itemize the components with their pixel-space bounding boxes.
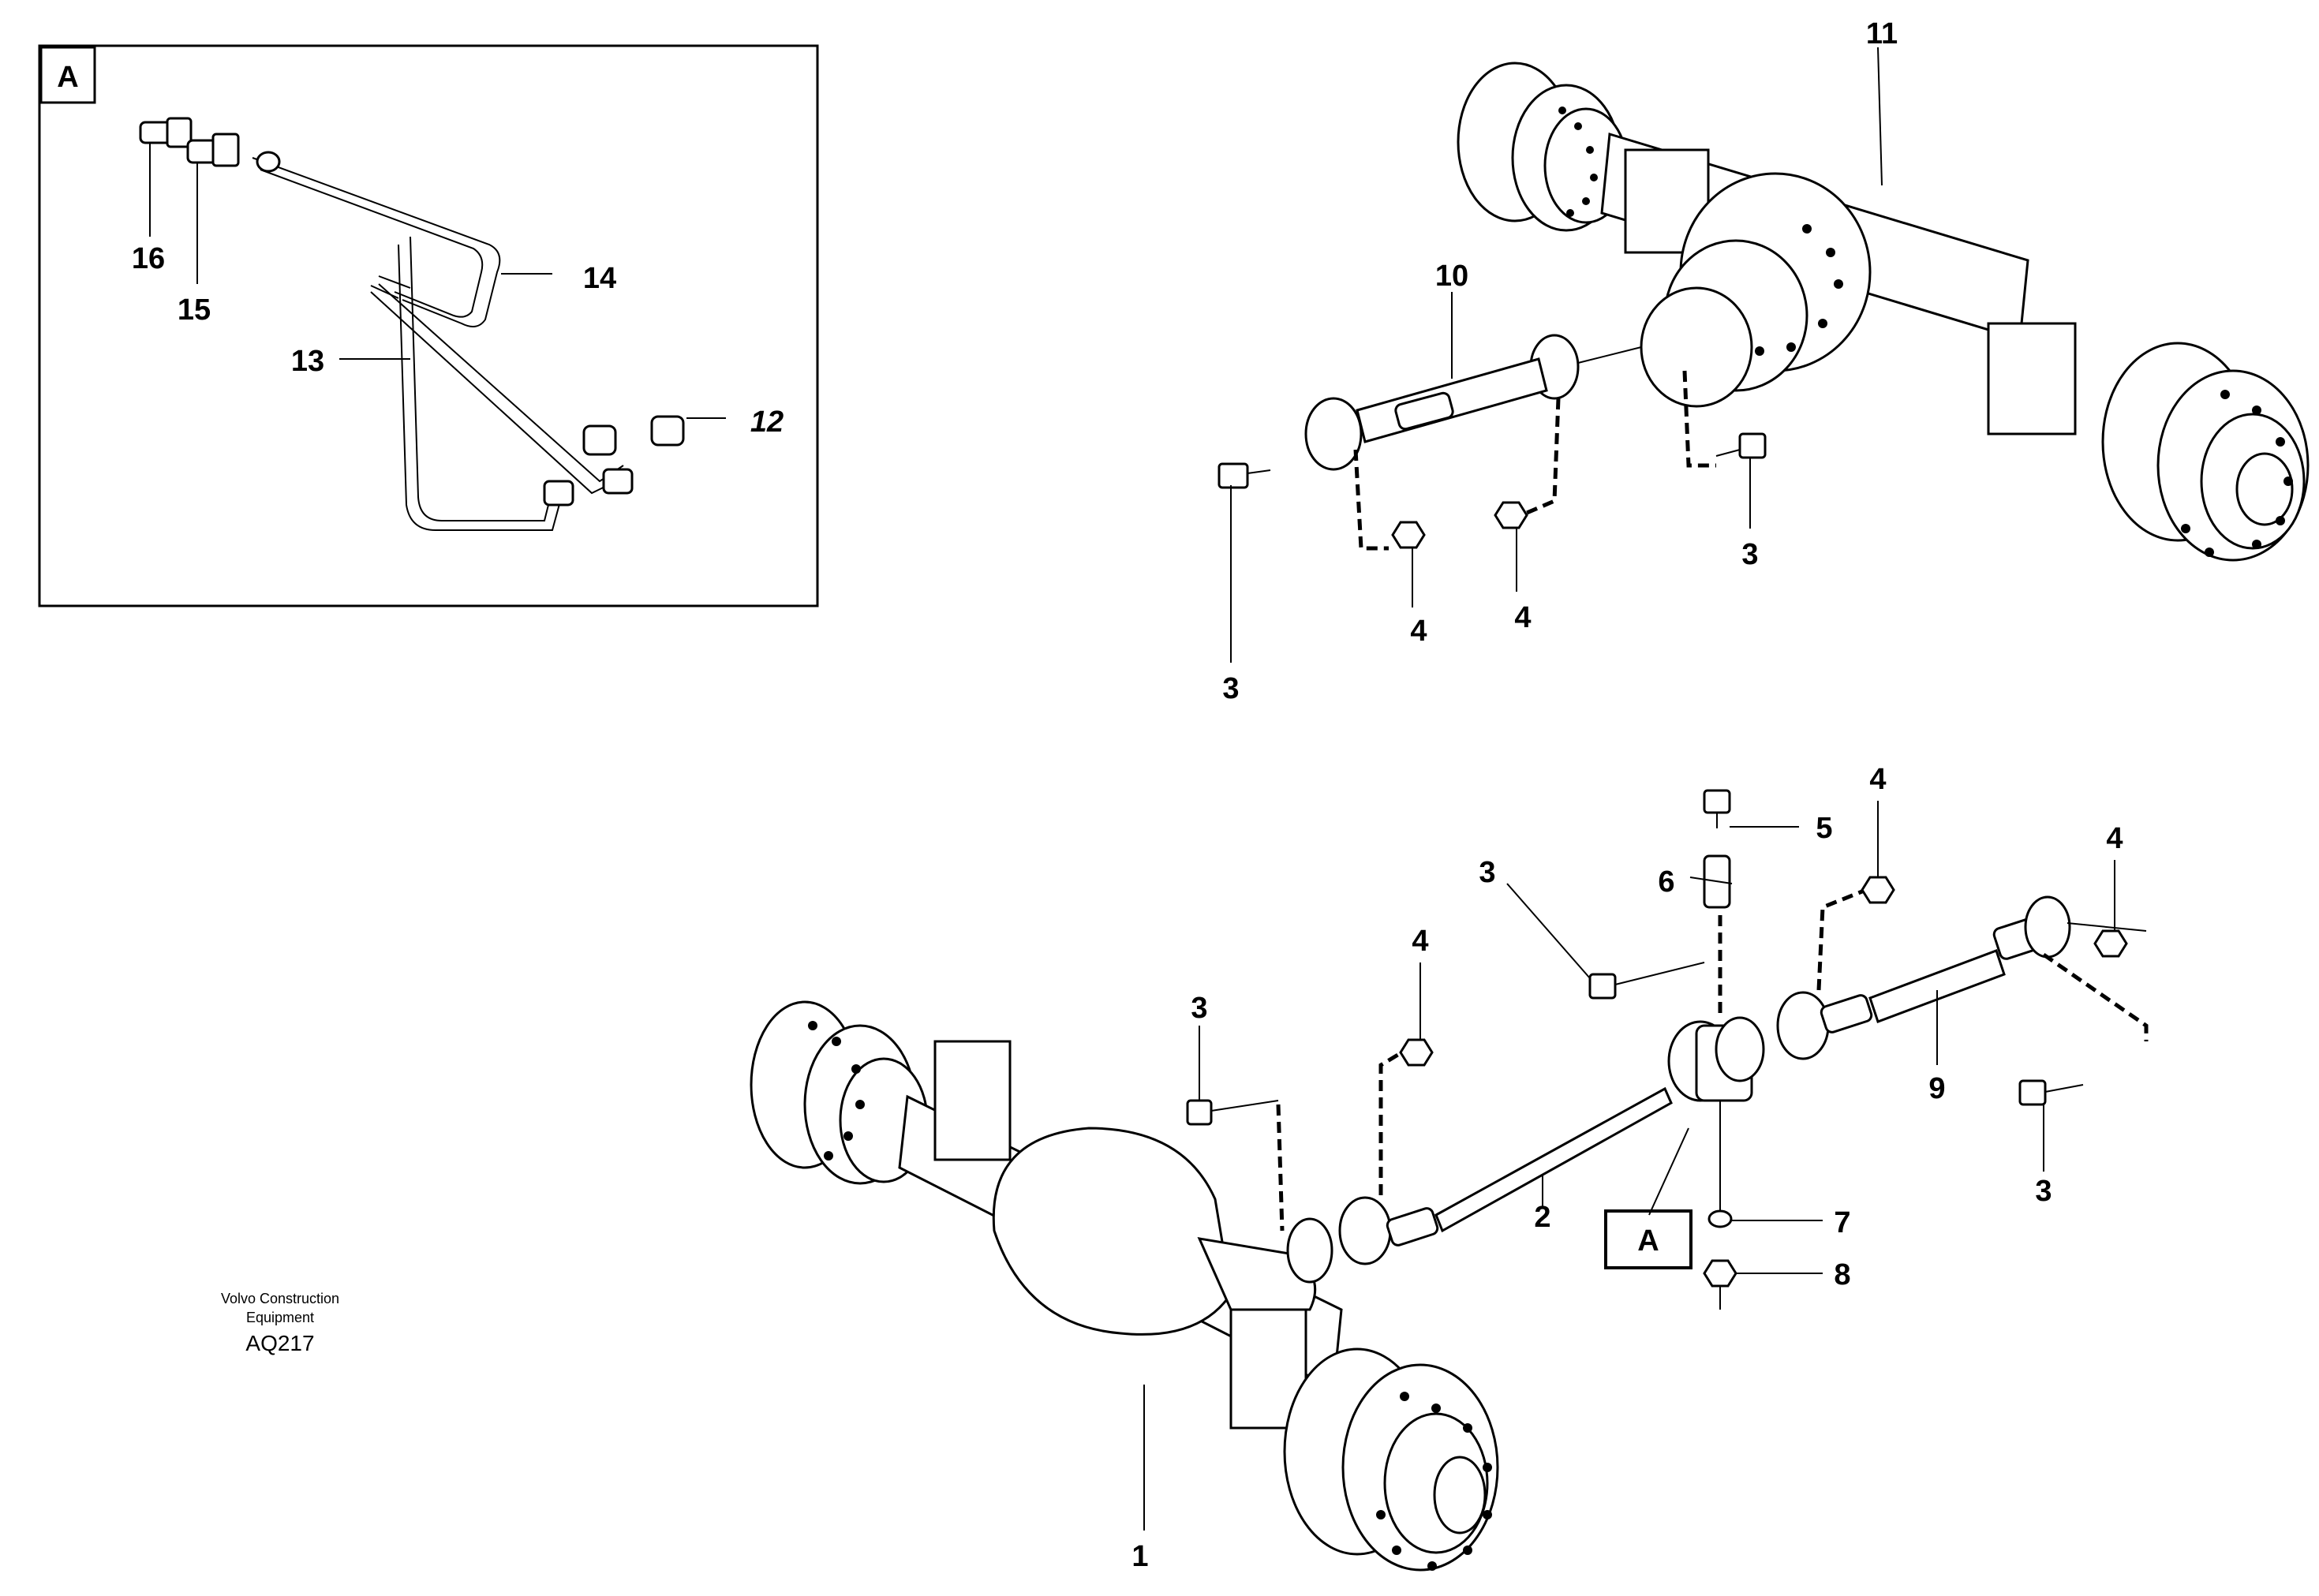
callout-4-front-mid: 4 bbox=[1869, 763, 1886, 796]
rear-bolt-left bbox=[1217, 462, 1271, 489]
inset-detail-a: A 1 bbox=[38, 44, 819, 607]
bolt-5 bbox=[1703, 789, 1731, 828]
callout-1: 1 bbox=[1131, 1540, 1148, 1573]
rear-nut-right bbox=[1494, 501, 1528, 529]
callout-15: 15 bbox=[178, 293, 211, 327]
rear-axle-housing bbox=[1457, 62, 2310, 562]
callout-3-rear-left: 3 bbox=[1222, 672, 1239, 705]
callout-3-front-left: 3 bbox=[1191, 992, 1207, 1025]
support-bearing bbox=[1667, 1016, 1765, 1102]
callout-16: 16 bbox=[132, 242, 165, 275]
nut-4-front-left bbox=[1399, 1038, 1434, 1067]
bolt-3-front-mid bbox=[1588, 962, 1705, 1000]
front-axle-assembly: A 5 6 4 4 3 3 9 3 2 7 8 1 4 bbox=[750, 763, 2149, 1573]
fitting-15 bbox=[186, 133, 240, 167]
callout-4-front-left: 4 bbox=[1412, 925, 1428, 958]
footer-credit: Volvo Construction Equipment AQ217 bbox=[221, 1291, 339, 1355]
inset-label-box bbox=[39, 46, 96, 104]
rear-bolt-right bbox=[1715, 432, 1767, 459]
drive-shaft-2 bbox=[1338, 1086, 1673, 1265]
callout-4-rear-left: 4 bbox=[1410, 615, 1427, 648]
nut-4-front-right bbox=[2093, 929, 2128, 958]
callout-13: 13 bbox=[291, 345, 324, 378]
nut-4-front-mid bbox=[1861, 876, 1895, 904]
bolt-3-front-right bbox=[2018, 1079, 2084, 1106]
callout-3-rear-right: 3 bbox=[1741, 538, 1758, 571]
rear-axle-assembly: 11 10 3 4 4 3 bbox=[1217, 17, 2310, 705]
washer-7 bbox=[1707, 1209, 1733, 1228]
callout-3-front-right: 3 bbox=[2035, 1175, 2052, 1208]
inset-frame bbox=[38, 44, 819, 607]
footer-line-1: Volvo Construction bbox=[221, 1291, 339, 1306]
callout-4-front-right: 4 bbox=[2106, 822, 2123, 855]
callout-7: 7 bbox=[1834, 1206, 1850, 1239]
reference-box-a bbox=[1604, 1209, 1692, 1269]
callout-9: 9 bbox=[1928, 1072, 1945, 1105]
callout-14: 14 bbox=[583, 262, 616, 295]
callout-6: 6 bbox=[1658, 865, 1674, 899]
footer-code: AQ217 bbox=[245, 1331, 314, 1355]
fitting-12-pair bbox=[543, 415, 685, 506]
fitting-16 bbox=[139, 117, 193, 148]
footer-line-2: Equipment bbox=[246, 1310, 314, 1325]
inset-label: A bbox=[57, 61, 78, 94]
callout-8: 8 bbox=[1834, 1258, 1850, 1291]
front-axle-housing bbox=[750, 1000, 1499, 1572]
pipe-end-top bbox=[256, 151, 281, 173]
pipe-assembly bbox=[252, 157, 624, 531]
callout-2: 2 bbox=[1534, 1201, 1550, 1234]
reference-label-a: A bbox=[1637, 1224, 1659, 1258]
callout-10: 10 bbox=[1435, 260, 1468, 293]
callout-4-rear-right: 4 bbox=[1514, 601, 1531, 634]
callout-5: 5 bbox=[1816, 812, 1832, 845]
callout-11: 11 bbox=[1866, 17, 1898, 50]
callout-3-front-mid: 3 bbox=[1479, 856, 1495, 889]
drive-shaft-9 bbox=[1776, 895, 2147, 1060]
bolt-3-front-left bbox=[1186, 1099, 1279, 1126]
rear-nut-left bbox=[1391, 521, 1426, 549]
drive-shaft-10 bbox=[1304, 334, 1642, 471]
nut-8 bbox=[1703, 1259, 1737, 1288]
callout-12: 12 bbox=[750, 406, 784, 439]
